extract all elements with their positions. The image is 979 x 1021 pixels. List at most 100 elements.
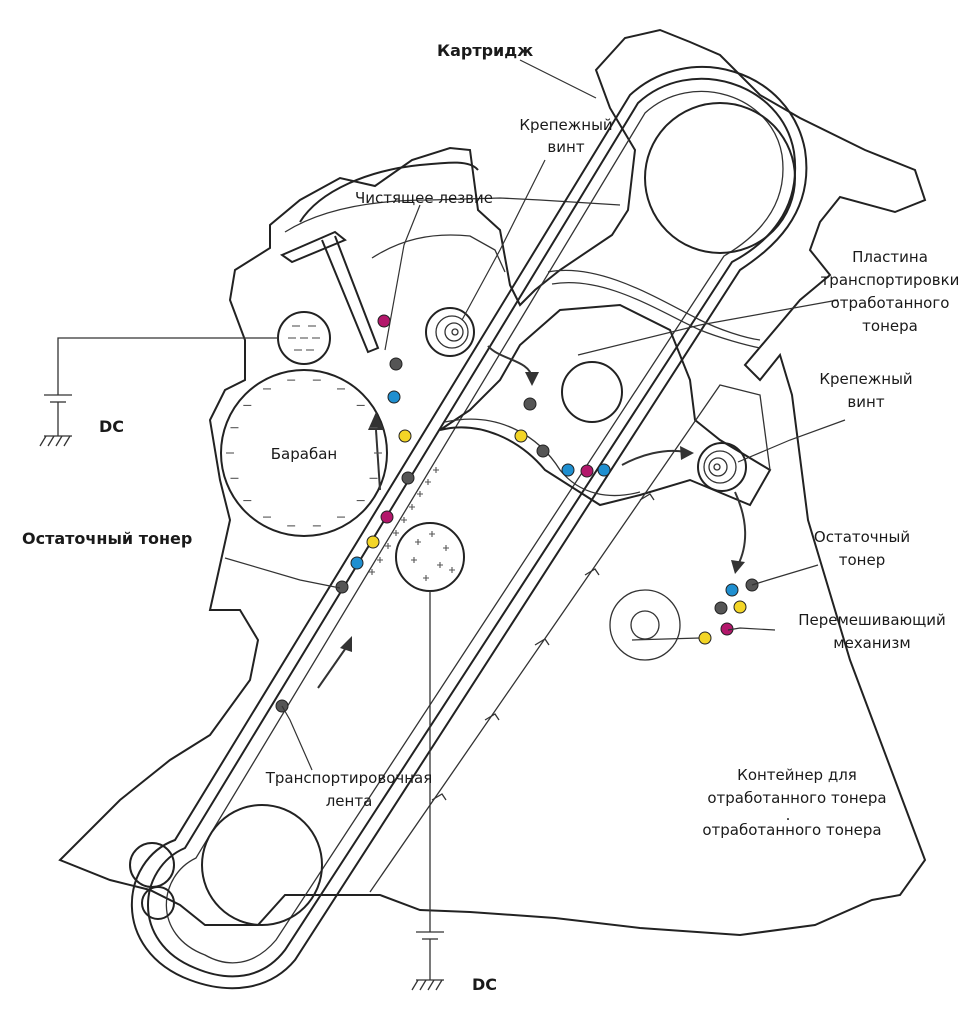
dc-circuit-left (39, 337, 278, 447)
belt-bottom-roller (201, 804, 323, 926)
waste-plate-body (439, 303, 772, 507)
plus-mark (449, 567, 455, 573)
label-screw-top-line2: винт (547, 138, 584, 156)
toner-particle (580, 464, 594, 478)
plus-mark (385, 543, 391, 549)
label-plate-line1: Пластина (852, 248, 928, 266)
mixing-mechanism-arm (631, 637, 701, 641)
toner-particle (714, 601, 728, 615)
label-cleaning-blade: Чистящее лезвие (355, 189, 493, 207)
drum-rotation-arrow-line (375, 429, 381, 491)
toner-particle (725, 583, 739, 597)
transfer-plus-marks (369, 467, 455, 581)
plus-mark (423, 575, 429, 581)
belt-arrow-head (340, 636, 352, 652)
label-residual-right-line2: тонер (839, 551, 885, 569)
toner-particle (377, 314, 391, 328)
label-dc-bottom: DC (472, 975, 497, 994)
drum-charge-marks (226, 325, 382, 527)
label-mixer-line1: Перемешивающий (798, 611, 946, 629)
label-plate-line2: транспортировки (821, 271, 960, 289)
toner-particle (536, 444, 550, 458)
plus-mark (377, 557, 383, 563)
plus-mark (409, 504, 415, 510)
leader-lines (224, 59, 846, 771)
label-container-dot: . (786, 806, 791, 824)
label-mixer-line2: механизм (833, 634, 910, 652)
label-residual-left: Остаточный тонер (22, 529, 192, 548)
waste-plate-hub (561, 361, 623, 423)
label-plate-line3: отработанного (831, 294, 950, 312)
label-container-line1: Контейнер для (737, 766, 857, 784)
toner-particles (275, 314, 759, 713)
plus-mark (433, 467, 439, 473)
waste-container-teeth (431, 493, 655, 801)
plus-mark (369, 569, 375, 575)
flow-arrow-3-head (731, 560, 745, 574)
toner-particle (401, 471, 415, 485)
toner-particle (561, 463, 575, 477)
flow-arrow-1-head (525, 372, 539, 386)
label-screw-top-line1: Крепежный (519, 116, 612, 134)
transport-belt (130, 65, 808, 990)
mixing-mechanism-inner (630, 610, 660, 640)
cartridge-lid-inner (284, 197, 621, 233)
flow-arrow-2-head (680, 446, 694, 460)
fixing-screw-top (425, 307, 475, 357)
toner-particle (514, 429, 528, 443)
blade-arm (321, 235, 380, 354)
label-dc-left: DC (99, 417, 124, 436)
toner-particle (389, 357, 403, 371)
cartridge-lid (299, 161, 479, 223)
toner-particle (350, 556, 364, 570)
cartridge-housing (58, 28, 927, 937)
belt-arrow (317, 641, 351, 689)
mixing-mechanism-outer (609, 589, 681, 661)
drum-circle (220, 369, 388, 537)
plus-mark (401, 517, 407, 523)
plus-mark (429, 531, 435, 537)
housing-inner-top (371, 234, 506, 273)
label-drum: Барабан (271, 445, 337, 463)
waste-plate-curve-2 (551, 282, 761, 349)
flow-arrow-3 (734, 491, 747, 566)
label-screw-right-line2: винт (847, 393, 884, 411)
transfer-roller (395, 522, 465, 592)
label-screw-right-line1: Крепежный (819, 370, 912, 388)
plus-mark (417, 491, 423, 497)
label-belt-line1: Транспортировочная (265, 769, 433, 787)
label-container-line2: отработанного тонера (707, 789, 886, 807)
waste-plate-curve-top (547, 269, 761, 341)
toner-particle (366, 535, 380, 549)
label-plate-line4: тонера (862, 317, 918, 335)
plus-mark (415, 539, 421, 545)
plus-mark (411, 557, 417, 563)
label-cartridge: Картридж (437, 41, 533, 60)
label-belt-line2: лента (326, 792, 373, 810)
toner-particle (733, 600, 747, 614)
drum-rotation-arrow-head (368, 412, 384, 430)
label-container-line3: отработанного тонера (702, 821, 881, 839)
toner-particle (380, 510, 394, 524)
plus-mark (437, 562, 443, 568)
dc-circuit-bottom (411, 591, 444, 991)
toner-particle (398, 429, 412, 443)
plus-mark (425, 479, 431, 485)
plus-mark (393, 530, 399, 536)
label-residual-right-line1: Остаточный (814, 528, 910, 546)
plus-mark (443, 545, 449, 551)
toner-particle (597, 463, 611, 477)
waste-plate-channel (444, 418, 641, 497)
small-roller-1 (129, 842, 175, 888)
flow-arrow-2 (621, 449, 686, 466)
labels: Картридж Крепежный винт Чистящее лезвие … (22, 41, 959, 994)
toner-particle (698, 631, 712, 645)
belt-top-roller (644, 102, 796, 254)
blade-bracket (279, 230, 347, 264)
toner-particle (523, 397, 537, 411)
small-roller-2 (141, 886, 175, 920)
fixing-screw-right (697, 442, 747, 492)
toner-particle (387, 390, 401, 404)
